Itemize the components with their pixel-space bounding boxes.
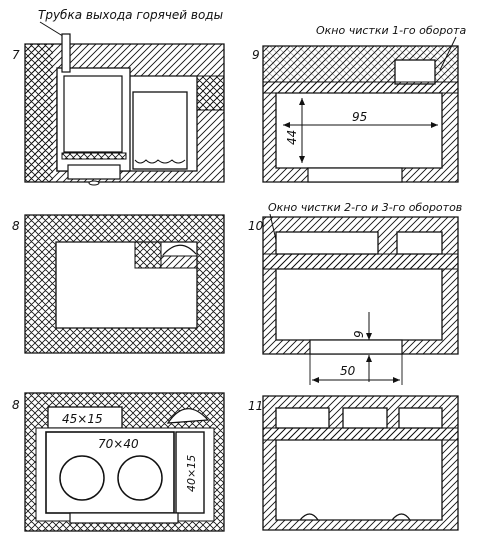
- panel-number: 8: [12, 219, 20, 233]
- dim-height: 44: [285, 130, 299, 145]
- panel-number: 8: [12, 398, 20, 412]
- panel-row-7: 7: [12, 33, 225, 186]
- panel-row-11: 11: [248, 395, 459, 531]
- dim-small: 45×15: [62, 412, 103, 426]
- cleanout-1-caption: Окно чистки 1-го оборота: [316, 24, 466, 37]
- panel-row-8-upper: 8: [12, 214, 225, 354]
- dim-height: 9: [352, 330, 366, 338]
- dim-plate: 70×40: [98, 437, 139, 451]
- panel-number: 7: [12, 48, 20, 62]
- hot-water-pipe-caption: Трубка выхода горячей воды: [38, 8, 223, 22]
- panel-row-8-lower: 8 45×15 70×40 40×15: [12, 392, 225, 532]
- panel-row-9: 9 95 44: [252, 45, 459, 183]
- dim-width: 95: [352, 110, 367, 124]
- dim-side: 40×15: [185, 455, 198, 492]
- panel-number: 11: [248, 399, 263, 413]
- cleanout-2-3-caption: Окно чистки 2-го и 3-го оборотов: [268, 201, 462, 214]
- panel-number: 9: [252, 48, 260, 62]
- panel-row-10: 10 50 9: [248, 216, 459, 385]
- dim-width: 50: [340, 364, 356, 378]
- panel-number: 10: [248, 219, 264, 233]
